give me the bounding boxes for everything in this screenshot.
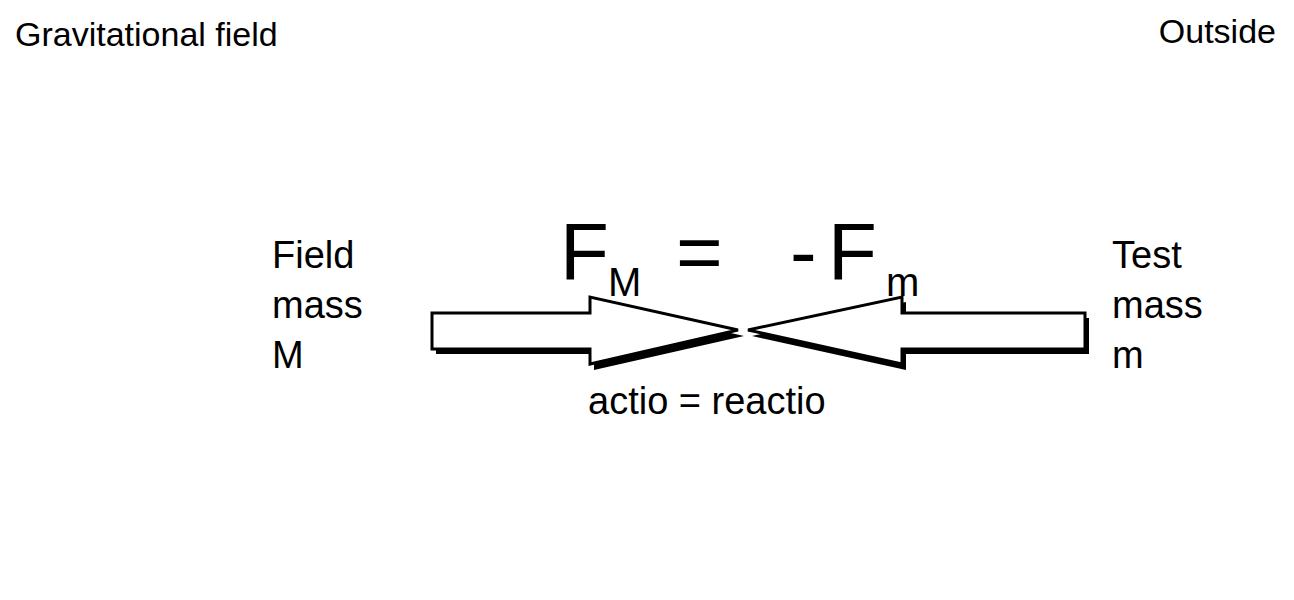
test-mass: Test mass m bbox=[1085, 228, 1285, 428]
node-text: Test mass m bbox=[1112, 230, 1222, 380]
force-symbol: F bbox=[828, 212, 877, 292]
minus-sign: - bbox=[790, 212, 817, 292]
force-subscript: M bbox=[608, 262, 641, 302]
reaction-arrow bbox=[748, 297, 1089, 370]
law-label: actio = reactio bbox=[588, 382, 826, 420]
region-label: Outside bbox=[1159, 14, 1276, 48]
force-subscript: m bbox=[886, 262, 919, 302]
node-text: Field mass M bbox=[272, 230, 382, 380]
force-symbol: F bbox=[560, 212, 609, 292]
node-text: Gravitational field bbox=[15, 14, 415, 55]
field-mass-sphere: Field mass M bbox=[174, 228, 386, 424]
gravitational-field: Gravitational fieldField mass M bbox=[0, 0, 560, 600]
action-arrow bbox=[432, 297, 744, 370]
equals-sign: = bbox=[676, 212, 723, 292]
